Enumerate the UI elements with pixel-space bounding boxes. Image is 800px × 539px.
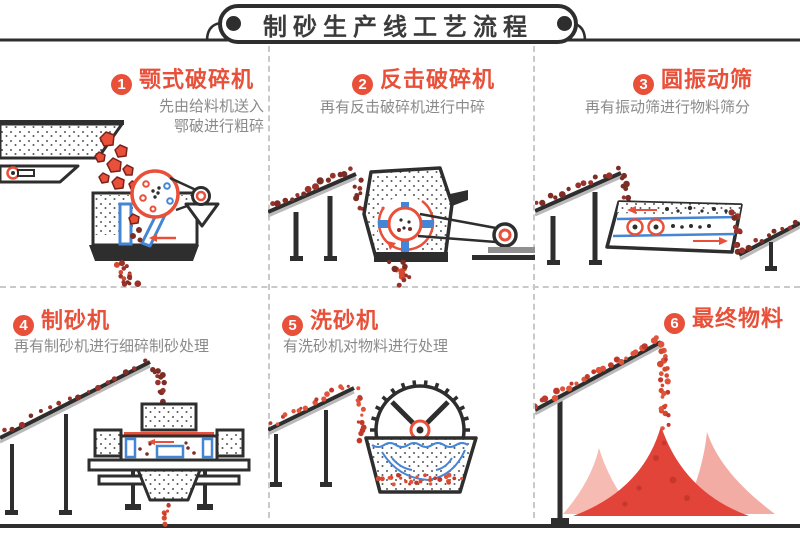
section-3-description: 再有振动筛进行物料筛分 (585, 99, 751, 116)
section-3-header: 3 圆振动筛 (633, 62, 753, 95)
stacker-conveyor (535, 335, 662, 524)
impact-crusher-illustration (268, 166, 535, 288)
crushed-output (113, 260, 142, 287)
sand-washer-illustration (268, 380, 478, 494)
vibrating-screen-illustration (535, 165, 800, 271)
section-4-number-badge: 4 (13, 315, 34, 336)
section-1-title: 颚式破碎机 (138, 67, 254, 92)
screen-box (605, 200, 743, 254)
section-4-description: 再有制砂机进行细碎制砂处理 (14, 338, 210, 355)
banner-left-dot-icon (226, 16, 241, 31)
wash-tank (364, 436, 478, 494)
sand-output (161, 502, 171, 527)
falling-sand-column (657, 341, 671, 431)
drive-pulley (169, 176, 220, 228)
section-5-header: 5 洗砂机 (282, 303, 379, 336)
discharge-conveyor (728, 209, 800, 271)
bottom-rule (0, 524, 800, 528)
vertical-divider-2 (533, 46, 535, 518)
section-1-number-badge: 1 (110, 74, 132, 95)
belt-drive (417, 212, 535, 260)
feed-conveyor (268, 166, 369, 261)
jaw-crusher-illustration (0, 120, 220, 287)
sand-maker-body (87, 402, 251, 510)
feed-conveyor (0, 358, 167, 515)
flywheel (130, 169, 180, 219)
section-1-desc-line2: 鄂破进行粗碎 (173, 118, 264, 135)
section-1-description: 先由给料机送入 鄂破进行粗碎 (0, 97, 264, 137)
section-5-description: 有洗砂机对物料进行处理 (283, 338, 449, 355)
section-1-header: 1 颚式破碎机 (0, 62, 254, 95)
section-5-number-badge: 5 (282, 315, 303, 336)
section-5-title: 洗砂机 (310, 308, 380, 333)
section-6-header: 6 最终物料 (534, 301, 784, 334)
sand-piles (563, 426, 775, 516)
title-banner: 制砂生产线工艺流程 (218, 4, 578, 44)
feed-conveyor (268, 384, 367, 487)
section-3-number-badge: 3 (633, 74, 654, 95)
impact-crusher-body (362, 166, 468, 262)
section-1-desc-line1: 先由给料机送入 (158, 98, 264, 115)
page-title: 制砂生产线工艺流程 (263, 13, 533, 41)
section-2-number-badge: 2 (352, 74, 373, 95)
section-2-description: 再有反击破碎机进行中碎 (320, 99, 486, 116)
vertical-divider-1 (268, 46, 270, 518)
banner-right-dot-icon (557, 16, 572, 31)
final-material-illustration (535, 335, 775, 524)
section-6-number-badge: 6 (663, 313, 685, 334)
section-4-title: 制砂机 (41, 308, 111, 333)
sand-maker-illustration (0, 358, 251, 527)
section-3-title: 圆振动筛 (661, 67, 754, 92)
section-2-header: 2 反击破碎机 (352, 62, 495, 95)
section-4-header: 4 制砂机 (13, 303, 110, 336)
crushed-output (387, 259, 412, 288)
section-6-title: 最终物料 (691, 306, 784, 331)
vibrating-feeder (0, 120, 124, 184)
section-2-title: 反击破碎机 (380, 67, 496, 92)
